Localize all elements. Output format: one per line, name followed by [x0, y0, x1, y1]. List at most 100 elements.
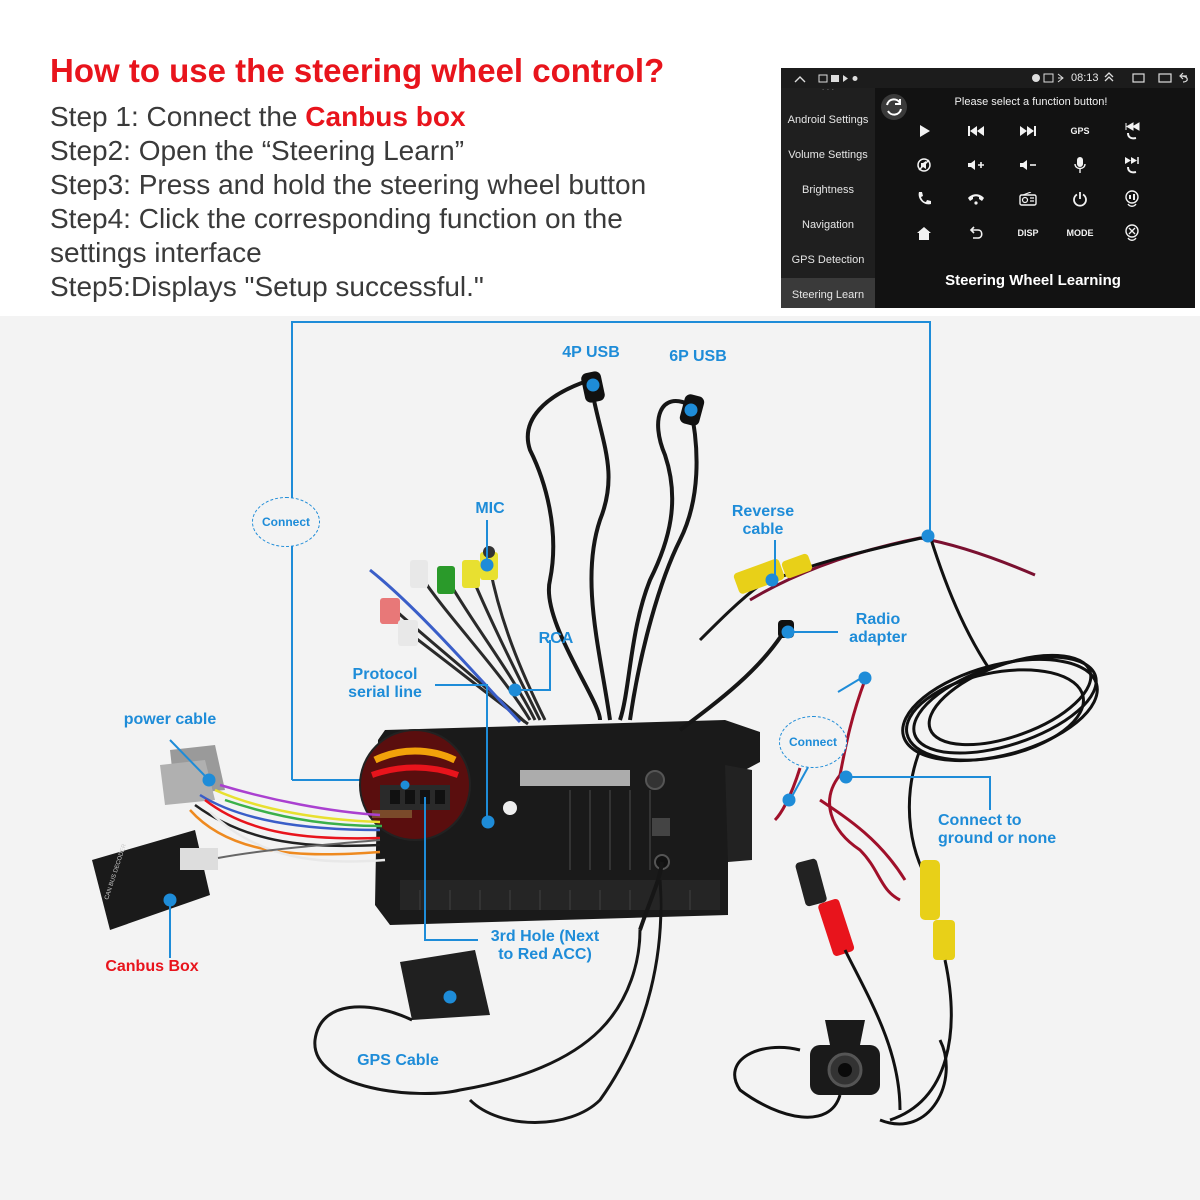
next-track-icon	[1020, 126, 1036, 136]
sidebar-item-partial: · · ·	[821, 86, 835, 94]
bluetooth-icon	[1057, 73, 1064, 83]
reverse-yellow-connector	[733, 558, 785, 594]
sidebar-item-volume-settings[interactable]: Volume Settings	[788, 149, 868, 161]
label-protocol-serial-line: Protocol serial line	[348, 666, 422, 701]
label-power-cable: power cable	[123, 711, 217, 728]
usb-4p-cable	[525, 378, 602, 721]
sidebar-item-android-settings[interactable]: Android Settings	[787, 114, 869, 126]
label-third-hole: 3rd Hole (Next to Red ACC)	[490, 928, 600, 963]
volume-up-button[interactable]	[953, 150, 999, 180]
label-radio-adapter: Radio adapter	[849, 611, 907, 646]
step-4-line-2: settings interface	[50, 237, 262, 268]
radio-icon	[1019, 192, 1037, 206]
sidebar-item-navigation[interactable]: Navigation	[802, 219, 854, 231]
previous-track-icon	[968, 126, 984, 136]
step-1: Step 1: Connect the Canbus box	[50, 100, 466, 134]
gps-button[interactable]: GPS	[1070, 126, 1090, 136]
label-reverse-cable: Reverse cable	[731, 503, 795, 538]
next-track-button[interactable]	[1005, 116, 1051, 146]
reverse-yellow-connector-b	[781, 553, 813, 579]
status-time: 08:13	[1071, 72, 1099, 84]
mute-icon	[917, 158, 931, 172]
label-connect-ground: Connect to ground or none	[938, 812, 1057, 847]
call-answer-icon	[918, 192, 931, 205]
recent-apps-icon[interactable]	[1132, 73, 1145, 83]
sidebar-item-gps-detection[interactable]: GPS Detection	[791, 254, 865, 266]
usb-6p-cable	[618, 399, 691, 721]
step-1-highlight: Canbus box	[305, 101, 466, 132]
settings-sidebar: · · · Android Settings Volume Settings B…	[781, 86, 875, 308]
play-icon	[920, 125, 930, 137]
phone-previous-icon	[1125, 122, 1140, 140]
microphone-icon	[1074, 157, 1086, 173]
sidebar-item-brightness[interactable]: Brightness	[802, 184, 854, 196]
call-hangup-icon	[968, 194, 984, 205]
call-answer-button[interactable]	[901, 184, 947, 214]
volume-down-button[interactable]	[1005, 150, 1051, 180]
cast-icon	[1043, 73, 1054, 83]
power-plug-black	[795, 858, 827, 907]
volume-up-icon	[968, 160, 984, 170]
volume-down-icon	[1020, 160, 1036, 170]
power-red-wires	[773, 679, 907, 902]
status-right-icons	[1032, 73, 1064, 83]
collapse-icon[interactable]	[1104, 72, 1114, 82]
refresh-icon[interactable]	[879, 92, 909, 122]
disp-button[interactable]: DISP	[1017, 228, 1039, 238]
connect-bracket-line	[291, 321, 931, 780]
status-nav-icons	[1104, 72, 1188, 83]
label-rca: RCA	[538, 630, 574, 647]
play-button[interactable]	[901, 116, 947, 146]
label-gps-cable: GPS Cable	[357, 1052, 439, 1069]
power-plug-cable	[843, 949, 902, 1111]
call-hangup-button[interactable]	[953, 184, 999, 214]
radio-adapter-cable	[678, 628, 787, 732]
mute-button[interactable]	[901, 150, 947, 180]
step-3: Step3: Press and hold the steering wheel…	[50, 169, 647, 200]
marker-dots	[163, 378, 935, 1004]
label-canbus-box: Canbus Box	[105, 958, 199, 975]
voice-call-icon	[1125, 190, 1139, 207]
power-plug-red	[818, 898, 855, 956]
back-button[interactable]	[953, 218, 999, 248]
home-chevron-icon[interactable]	[794, 76, 806, 83]
gps-antenna	[313, 861, 664, 1124]
back-nav-icon[interactable]	[1179, 72, 1188, 83]
back-icon	[969, 226, 983, 239]
power-button[interactable]	[1057, 184, 1103, 214]
phone-previous-button[interactable]	[1109, 116, 1155, 146]
sidebar-item-steering-learn[interactable]: Steering Learn	[781, 278, 875, 308]
step-5: Step5:Displays "Setup successful."	[50, 271, 484, 302]
connector-zoom-inset	[359, 729, 471, 841]
function-prompt: Please select a function button!	[954, 96, 1108, 108]
phone-next-button[interactable]	[1109, 150, 1155, 180]
connect-bubble-right: Connect	[779, 716, 847, 768]
microphone-button[interactable]	[1057, 150, 1103, 180]
previous-track-button[interactable]	[953, 116, 999, 146]
camera-yellow-rca	[920, 860, 940, 920]
steering-wheel-learning-title: Steering Wheel Learning	[945, 272, 1121, 289]
home-icon	[917, 226, 931, 240]
window-icon[interactable]	[1158, 73, 1172, 83]
reverse-black-wire	[759, 534, 931, 587]
label-6p-usb: 6P USB	[669, 348, 727, 365]
function-button-grid: GPS	[901, 114, 1191, 264]
phone-next-icon	[1125, 157, 1139, 174]
location-icon	[1032, 74, 1040, 82]
usb-6p-cable-b	[628, 404, 699, 721]
call-reject-icon	[1125, 224, 1139, 241]
voice-call-button[interactable]	[1109, 184, 1155, 214]
step-2: Step2: Open the “Steering Learn”	[50, 135, 465, 166]
radio-button[interactable]	[1005, 184, 1051, 214]
reverse-to-unit-wire	[698, 583, 761, 642]
canbus-box-device: CAN BUS DECODER	[92, 830, 381, 930]
connect-bubble-left: Connect	[252, 497, 320, 547]
status-bar: 08:13	[781, 68, 1195, 88]
mode-button[interactable]: MODE	[1066, 228, 1094, 238]
home-button[interactable]	[901, 218, 947, 248]
label-mic: MIC	[475, 500, 505, 517]
call-reject-button[interactable]	[1109, 218, 1155, 248]
head-unit-screen: 08:13 · · · Android Settings Volume Sett…	[781, 68, 1195, 308]
camera-yellow-rca-b	[933, 920, 955, 960]
